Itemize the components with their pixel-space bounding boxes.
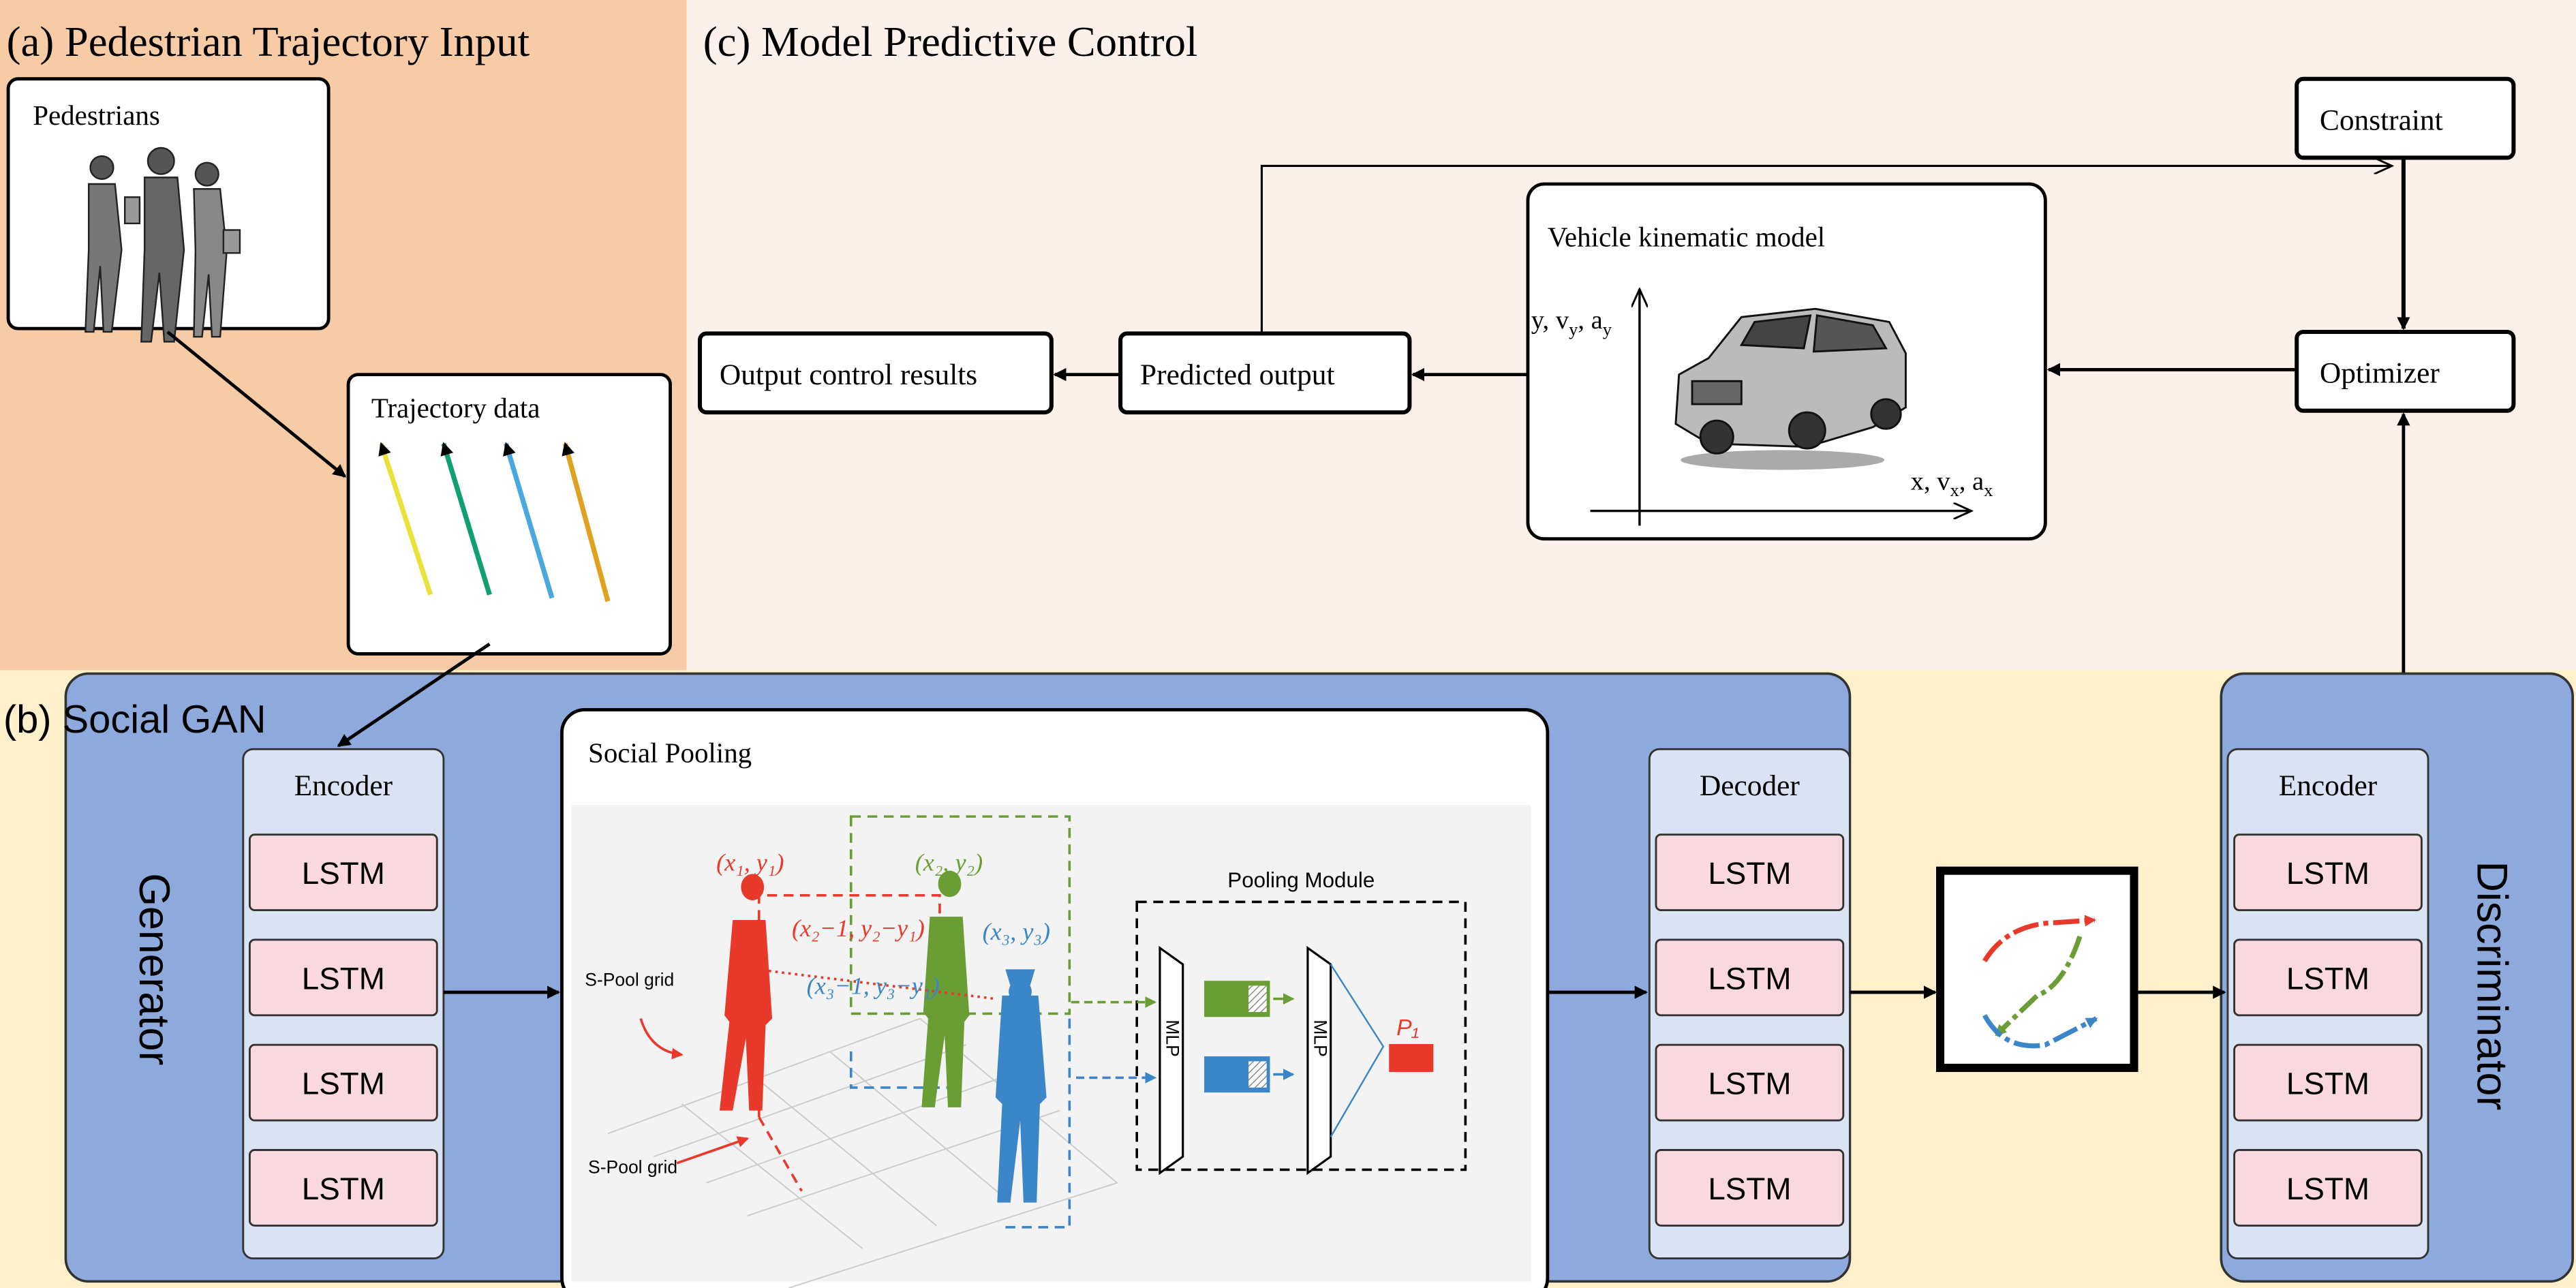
trajectory-line-3 [503, 442, 555, 599]
relative-coords-12: (x₂−1, y₂−y₁) [792, 915, 925, 942]
mlp-block-2 [1306, 945, 1332, 1176]
predicted-output-box: Predicted output [1118, 331, 1412, 415]
social-pooling-box: Social Pooling (x₁, y₁) (x₂, y₂) (x₃, y₃… [560, 708, 1550, 1288]
green-trajectory [1994, 935, 2083, 1037]
relative-coords-13: (x₃−1, y₃−y₁) [807, 972, 940, 999]
decoder-label: Decoder [1700, 769, 1800, 802]
vehicle-model-box: Vehicle kinematic model y, vy, ay x, vx,… [1526, 182, 2047, 541]
pedestrian-2-coords: (x₂, y₂) [915, 849, 983, 876]
green-hatch [1248, 985, 1267, 1012]
svg-text:LSTM: LSTM [1708, 856, 1791, 891]
svg-text:LSTM: LSTM [2286, 961, 2370, 996]
generator-label: Generator [130, 873, 178, 1065]
green-pedestrian-icon [921, 870, 970, 1107]
trajectory-line-1 [378, 442, 433, 596]
svg-text:LSTM: LSTM [2286, 1067, 2370, 1101]
constraint-box: Constraint [2295, 76, 2516, 160]
red-pool-grid-line [758, 1116, 803, 1192]
optimizer-label: Optimizer [2320, 357, 2440, 390]
pooling-module: Pooling Module MLP MLP P₁ [1071, 868, 1467, 1176]
lstm-cell: LSTM [1655, 1043, 1845, 1122]
svg-text:LSTM: LSTM [1708, 961, 1791, 996]
lstm-cell: LSTM [248, 1043, 438, 1122]
s-pool-arrow-1 [639, 1018, 684, 1060]
pooled-output-label: P₁ [1396, 1015, 1419, 1041]
svg-text:LSTM: LSTM [2286, 1171, 2370, 1206]
panel-b-title: (b) Social GAN [3, 698, 266, 741]
trajectory-data-box: Trajectory data [346, 373, 672, 656]
lstm-cell: LSTM [2233, 938, 2423, 1017]
blue-trajectory [1982, 1014, 2098, 1049]
svg-text:LSTM: LSTM [302, 1067, 385, 1101]
output-control-label: Output control results [720, 358, 977, 391]
lstm-cell: LSTM [2233, 833, 2423, 911]
lstm-cell: LSTM [248, 833, 438, 911]
relative-distance-line [755, 968, 996, 1000]
mlp-label-1: MLP [1163, 1019, 1183, 1057]
pooling-module-label: Pooling Module [1227, 868, 1375, 892]
car-illustration [1674, 307, 1907, 470]
mlp-block-1 [1159, 945, 1184, 1176]
lstm-cell: LSTM [2233, 1043, 2423, 1122]
discriminator-encoder-label: Encoder [2279, 769, 2378, 802]
lstm-cell: LSTM [248, 938, 438, 1017]
trajectory-line-4 [562, 442, 611, 602]
lstm-cell: LSTM [1655, 833, 1845, 911]
mlp-label-2: MLP [1310, 1019, 1331, 1057]
svg-text:LSTM: LSTM [1708, 1171, 1791, 1206]
optimizer-box: Optimizer [2295, 329, 2516, 413]
pedestrians-label: Pedestrians [33, 99, 160, 131]
red-pedestrian-icon [719, 874, 773, 1111]
svg-text:LSTM: LSTM [2286, 856, 2370, 891]
social-pooling-title: Social Pooling [588, 737, 752, 769]
s-pool-grid-label-2: S-Pool grid [588, 1156, 677, 1177]
predicted-output-label: Predicted output [1140, 358, 1335, 391]
x-axis-label: x, vx, ax [1911, 467, 1993, 500]
lstm-cell: LSTM [1655, 938, 1845, 1017]
lstm-cell: LSTM [1655, 1149, 1845, 1227]
pedestrians-box: Pedestrians [6, 77, 331, 343]
pooled-output-tensor [1389, 1044, 1434, 1072]
svg-text:LSTM: LSTM [302, 856, 385, 891]
discriminator-encoder: Encoder LSTM LSTM LSTM LSTM [2226, 748, 2429, 1260]
blue-pool-region [849, 1018, 1071, 1229]
pedestrians-illustration [85, 147, 241, 343]
red-trajectory [1982, 915, 2097, 963]
s-pool-grid-label-1: S-Pool grid [585, 969, 674, 990]
constraint-label: Constraint [2320, 104, 2443, 136]
svg-text:LSTM: LSTM [302, 961, 385, 996]
svg-text:LSTM: LSTM [302, 1171, 385, 1206]
blue-pedestrian-icon [995, 969, 1047, 1203]
lstm-cell: LSTM [248, 1149, 438, 1227]
predicted-to-constraint-feedback [1260, 166, 2392, 334]
svg-text:LSTM: LSTM [1708, 1067, 1791, 1101]
generator-decoder: Decoder LSTM LSTM LSTM LSTM [1648, 748, 1851, 1260]
trajectory-data-label: Trajectory data [371, 392, 540, 423]
y-axis-label: y, vy, ay [1531, 306, 1612, 339]
encoder-label: Encoder [294, 769, 393, 802]
s-pool-arrow-2 [676, 1136, 750, 1165]
discriminator-label: Discriminator [2468, 861, 2515, 1111]
panel-c-title: (c) Model Predictive Control [703, 18, 1198, 65]
trajectory-line-2 [440, 442, 492, 596]
output-control-box: Output control results [697, 331, 1054, 415]
vehicle-model-label: Vehicle kinematic model [1548, 221, 1825, 253]
pedestrians-to-trajectory-arrow [166, 331, 347, 478]
generator-encoder: Encoder LSTM LSTM LSTM LSTM [242, 748, 445, 1260]
pedestrian-3-coords: (x₃, y₃) [983, 918, 1050, 945]
green-pool-region [849, 815, 1071, 1015]
generated-trajectories-box [1936, 866, 2138, 1072]
panel-a-title: (a) Pedestrian Trajectory Input [7, 18, 530, 65]
blue-hatch [1248, 1061, 1267, 1088]
red-pool-region [757, 894, 941, 1118]
lstm-cell: LSTM [2233, 1149, 2423, 1227]
pedestrian-1-coords: (x₁, y₁) [716, 849, 784, 876]
pooling-funnel [1330, 964, 1385, 1137]
trajectory-to-encoder-arrow [337, 643, 491, 748]
